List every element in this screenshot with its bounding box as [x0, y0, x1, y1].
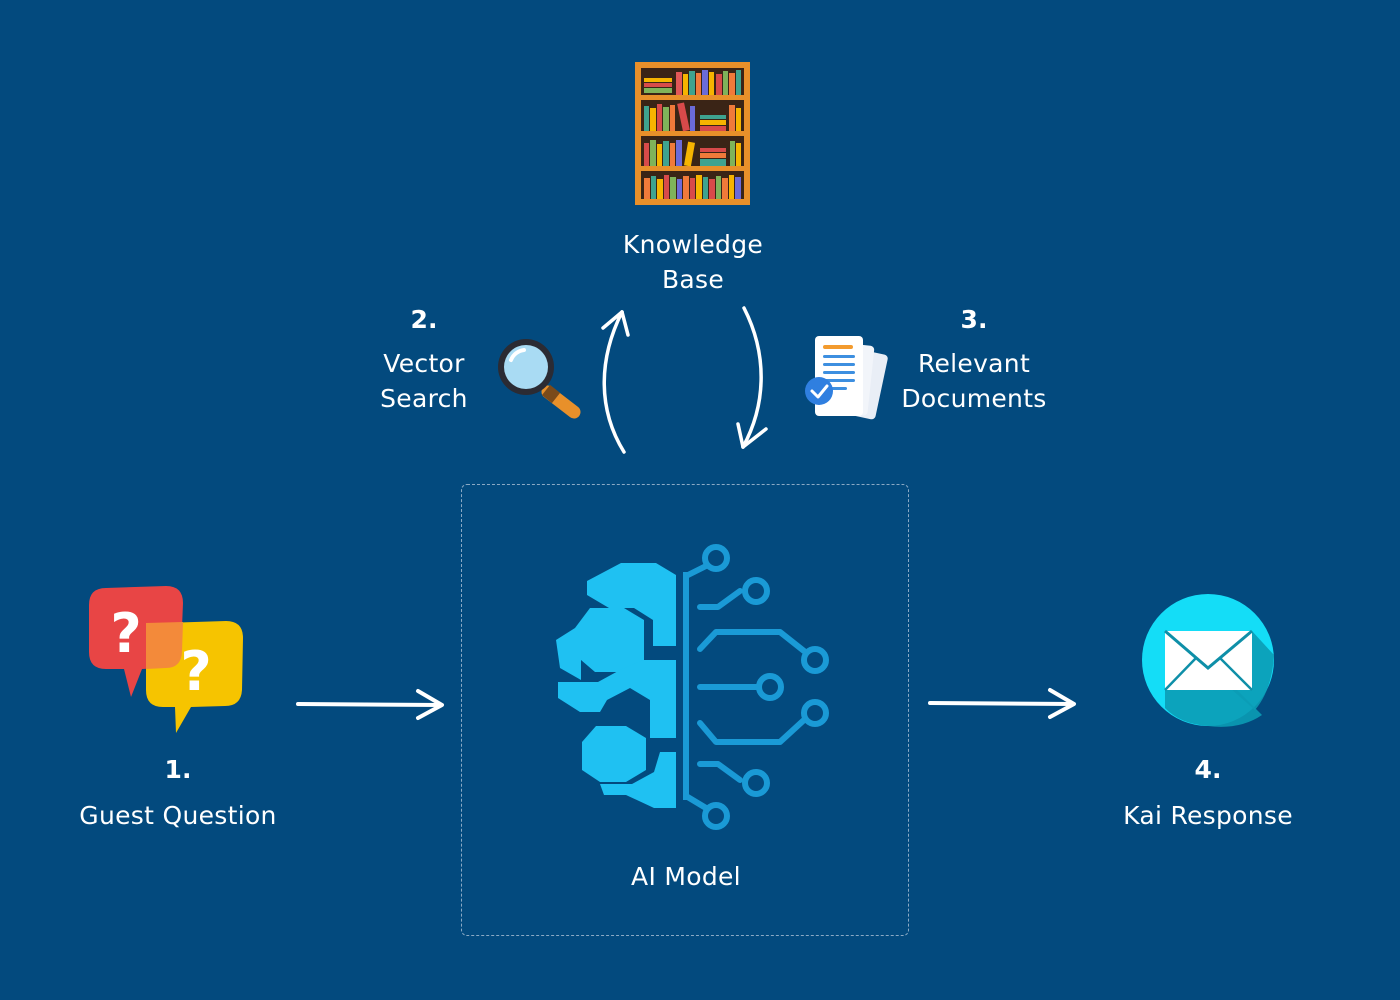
vector-search-label-line2: Search [380, 384, 468, 413]
relevant-documents-label-line2: Documents [901, 384, 1047, 413]
knowledge-base-label-line1: Knowledge [622, 230, 764, 259]
question-to-model-arrow [296, 689, 444, 720]
kai-response-step: 4. [1194, 755, 1222, 784]
envelope-icon [1142, 594, 1274, 727]
magnifier-icon [498, 339, 581, 419]
ai-brain-icon [556, 544, 829, 830]
guest-question-step: 1. [164, 755, 192, 784]
kai-response-label: Kai Response [1123, 801, 1293, 830]
bookshelf-icon [635, 62, 750, 205]
model-to-response-arrow [928, 688, 1076, 719]
ai-model-box [461, 484, 909, 936]
knowledge-base-label-line2: Base [661, 265, 725, 294]
relevant-documents-step: 3. [960, 305, 988, 334]
question-bubbles-icon: ? ? [89, 586, 243, 733]
documents-icon [805, 336, 888, 420]
svg-text:?: ? [180, 640, 211, 703]
svg-text:?: ? [110, 602, 141, 665]
vector-search-step: 2. [410, 305, 438, 334]
vector-search-label-line1: Vector [383, 349, 465, 378]
guest-question-label: Guest Question [79, 801, 277, 830]
vector-search-arrow [601, 310, 630, 454]
vector-search-label: Vector Search [344, 346, 504, 416]
relevant-documents-label: Relevant Documents [874, 346, 1074, 416]
relevant-documents-label-line1: Relevant [917, 349, 1031, 378]
relevant-documents-arrow [736, 306, 768, 449]
knowledge-base-label: Knowledge Base [593, 227, 793, 297]
ai-model-label: AI Model [631, 862, 741, 891]
